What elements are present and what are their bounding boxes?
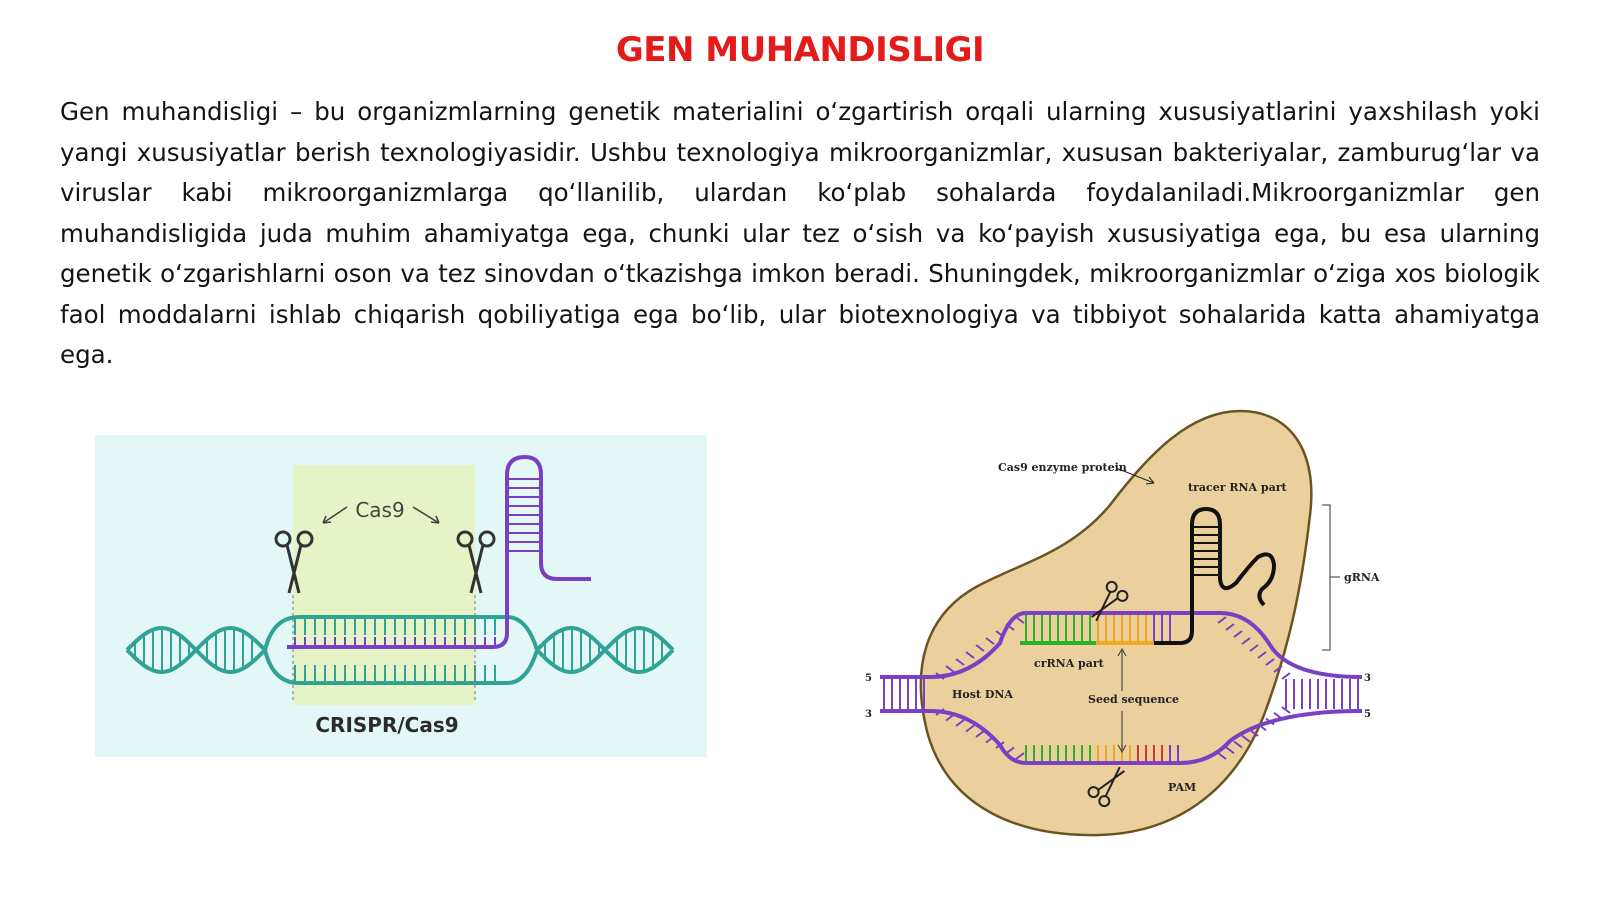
body-paragraph: Gen muhandisligi – bu organizmlarning ge… <box>60 97 1540 369</box>
cas9-label: Cas9 <box>355 498 404 522</box>
strand-end-label: 5 <box>865 673 872 684</box>
strand-end-label: 5 <box>1364 709 1371 720</box>
bottom-dna-strand <box>880 706 1363 765</box>
crispr-cas9-diagram: Cas9 CRISPR/Cas9 <box>95 435 707 757</box>
scissors-icon <box>456 530 496 594</box>
seed-sequence-label: Seed sequence <box>1088 693 1179 706</box>
slide-title: GEN MUHANDISLIGI <box>615 30 985 70</box>
tracer-rna-bases <box>1194 526 1218 576</box>
dna-helix <box>125 615 675 685</box>
tracer-rna-strand <box>1154 506 1277 645</box>
guide-rna-strand <box>287 454 591 649</box>
arrow-icon <box>1115 467 1155 485</box>
pam-label: PAM <box>1168 781 1196 794</box>
scissors-icon <box>274 530 314 594</box>
cas9-protein-label: Cas9 enzyme protein <box>998 461 1127 474</box>
tracer-rna-label: tracer RNA part <box>1188 481 1288 494</box>
crispr-cas9-figure: Cas9 CRISPR/Cas9 <box>95 435 725 775</box>
arrow-right-icon <box>412 506 440 524</box>
cas9-mechanism-figure: Cas9 enzyme protein tracer RNA part gRNA <box>865 405 1430 855</box>
cas9-mechanism-diagram: Cas9 enzyme protein tracer RNA part gRNA <box>865 409 1380 837</box>
arrow-left-icon <box>322 506 348 524</box>
dna-base-pairs <box>134 617 663 683</box>
strand-end-label: 3 <box>1364 673 1371 684</box>
host-dna-label: Host DNA <box>952 688 1013 701</box>
grna-label: gRNA <box>1344 571 1380 584</box>
grna-bracket <box>1322 504 1331 651</box>
strand-end-label: 3 <box>865 709 872 720</box>
scissors-icon <box>1091 580 1129 622</box>
crrna-label: crRNA part <box>1034 657 1105 670</box>
scissors-icon <box>1087 766 1125 808</box>
guide-rna-bases <box>294 478 539 647</box>
crispr-caption: CRISPR/Cas9 <box>315 713 458 737</box>
cas9-protein-body <box>919 409 1313 837</box>
top-dna-strand <box>880 611 1363 709</box>
